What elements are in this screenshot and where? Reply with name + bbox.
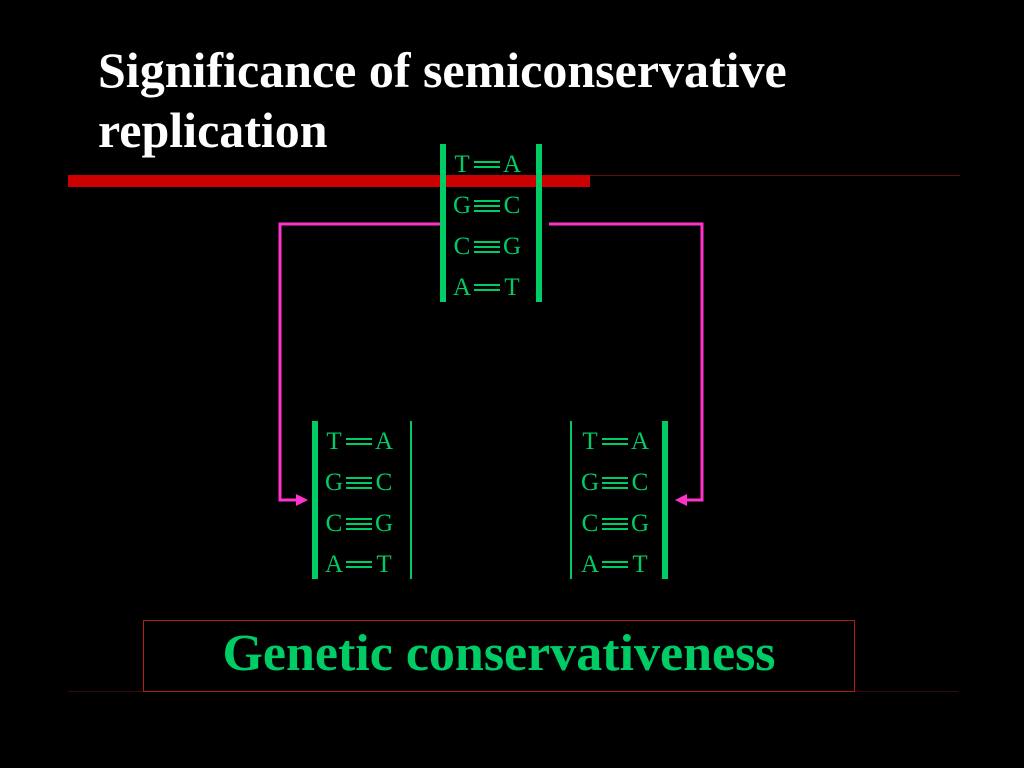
triple-bond: [474, 199, 500, 212]
base-left: G: [324, 469, 344, 496]
arrowhead-left: [296, 494, 308, 506]
old-strand: [312, 421, 318, 579]
title-line-1: Significance of semiconservative: [98, 42, 787, 98]
hydrogen-bond-line: [602, 522, 628, 525]
hydrogen-bond-line: [602, 438, 628, 440]
hydrogen-bond-line: [474, 240, 500, 243]
title-line-2: replication: [98, 102, 328, 158]
slide-title: Significance of semiconservative replica…: [98, 40, 998, 160]
hydrogen-bond-line: [346, 481, 372, 484]
base-right: G: [502, 233, 522, 260]
hydrogen-bond-line: [474, 199, 500, 202]
hydrogen-bond-line: [474, 250, 500, 253]
double-bond: [474, 161, 500, 168]
base-left: G: [580, 469, 600, 496]
hydrogen-bond-line: [346, 522, 372, 525]
conclusion-box: Genetic conservativeness: [143, 620, 855, 692]
base-right: G: [374, 510, 394, 537]
hydrogen-bond-line: [346, 443, 372, 445]
hydrogen-bond-line: [602, 561, 628, 563]
base-left: G: [452, 192, 472, 219]
base-right: A: [374, 428, 394, 455]
base-right: C: [375, 469, 393, 496]
hydrogen-bond-line: [602, 517, 628, 520]
base-right: A: [502, 151, 522, 178]
triple-bond: [346, 517, 372, 530]
base-left: A: [580, 551, 600, 578]
hydrogen-bond-line: [602, 486, 628, 489]
base-left: T: [582, 428, 598, 455]
hydrogen-bond-line: [474, 204, 500, 207]
double-bond: [602, 438, 628, 445]
hydrogen-bond-line: [602, 527, 628, 530]
double-bond: [474, 284, 500, 291]
base-left: T: [326, 428, 342, 455]
hydrogen-bond-line: [602, 566, 628, 568]
hydrogen-bond-line: [346, 566, 372, 568]
base-left: A: [452, 274, 472, 301]
hydrogen-bond-line: [602, 443, 628, 445]
triple-bond: [346, 476, 372, 489]
arrow-to-right-daughter: [549, 222, 704, 502]
old-strand: [662, 421, 668, 579]
base-right: G: [630, 510, 650, 537]
triple-bond: [602, 476, 628, 489]
hydrogen-bond-line: [474, 161, 500, 163]
old-strand-right: [536, 144, 542, 302]
base-right: T: [504, 274, 520, 301]
hydrogen-bond-line: [602, 476, 628, 479]
double-bond: [346, 561, 372, 568]
base-right: A: [630, 428, 650, 455]
base-left: C: [325, 510, 343, 537]
hydrogen-bond-line: [474, 289, 500, 291]
base-left: C: [581, 510, 599, 537]
base-right: T: [632, 551, 648, 578]
arrowhead-right: [675, 494, 687, 506]
base-left: T: [454, 151, 470, 178]
new-strand: [410, 421, 412, 579]
hydrogen-bond-line: [346, 517, 372, 520]
triple-bond: [602, 517, 628, 530]
triple-bond: [474, 240, 500, 253]
hydrogen-bond-line: [474, 284, 500, 286]
double-bond: [602, 561, 628, 568]
old-strand-left: [440, 144, 446, 302]
base-right: C: [631, 469, 649, 496]
base-right: C: [503, 192, 521, 219]
hydrogen-bond-line: [346, 438, 372, 440]
hydrogen-bond-line: [346, 527, 372, 530]
hydrogen-bond-line: [346, 561, 372, 563]
arrow-to-left-daughter: [278, 222, 440, 502]
hydrogen-bond-line: [474, 166, 500, 168]
hydrogen-bond-line: [474, 245, 500, 248]
double-bond: [346, 438, 372, 445]
new-strand: [570, 421, 572, 579]
base-left: C: [453, 233, 471, 260]
base-right: T: [376, 551, 392, 578]
title-underline-red: [68, 175, 590, 187]
hydrogen-bond-line: [346, 486, 372, 489]
conclusion-text: Genetic conservativeness: [222, 625, 776, 682]
hydrogen-bond-line: [346, 476, 372, 479]
hydrogen-bond-line: [474, 209, 500, 212]
base-left: A: [324, 551, 344, 578]
hydrogen-bond-line: [602, 481, 628, 484]
title-underline-thin: [590, 175, 960, 176]
